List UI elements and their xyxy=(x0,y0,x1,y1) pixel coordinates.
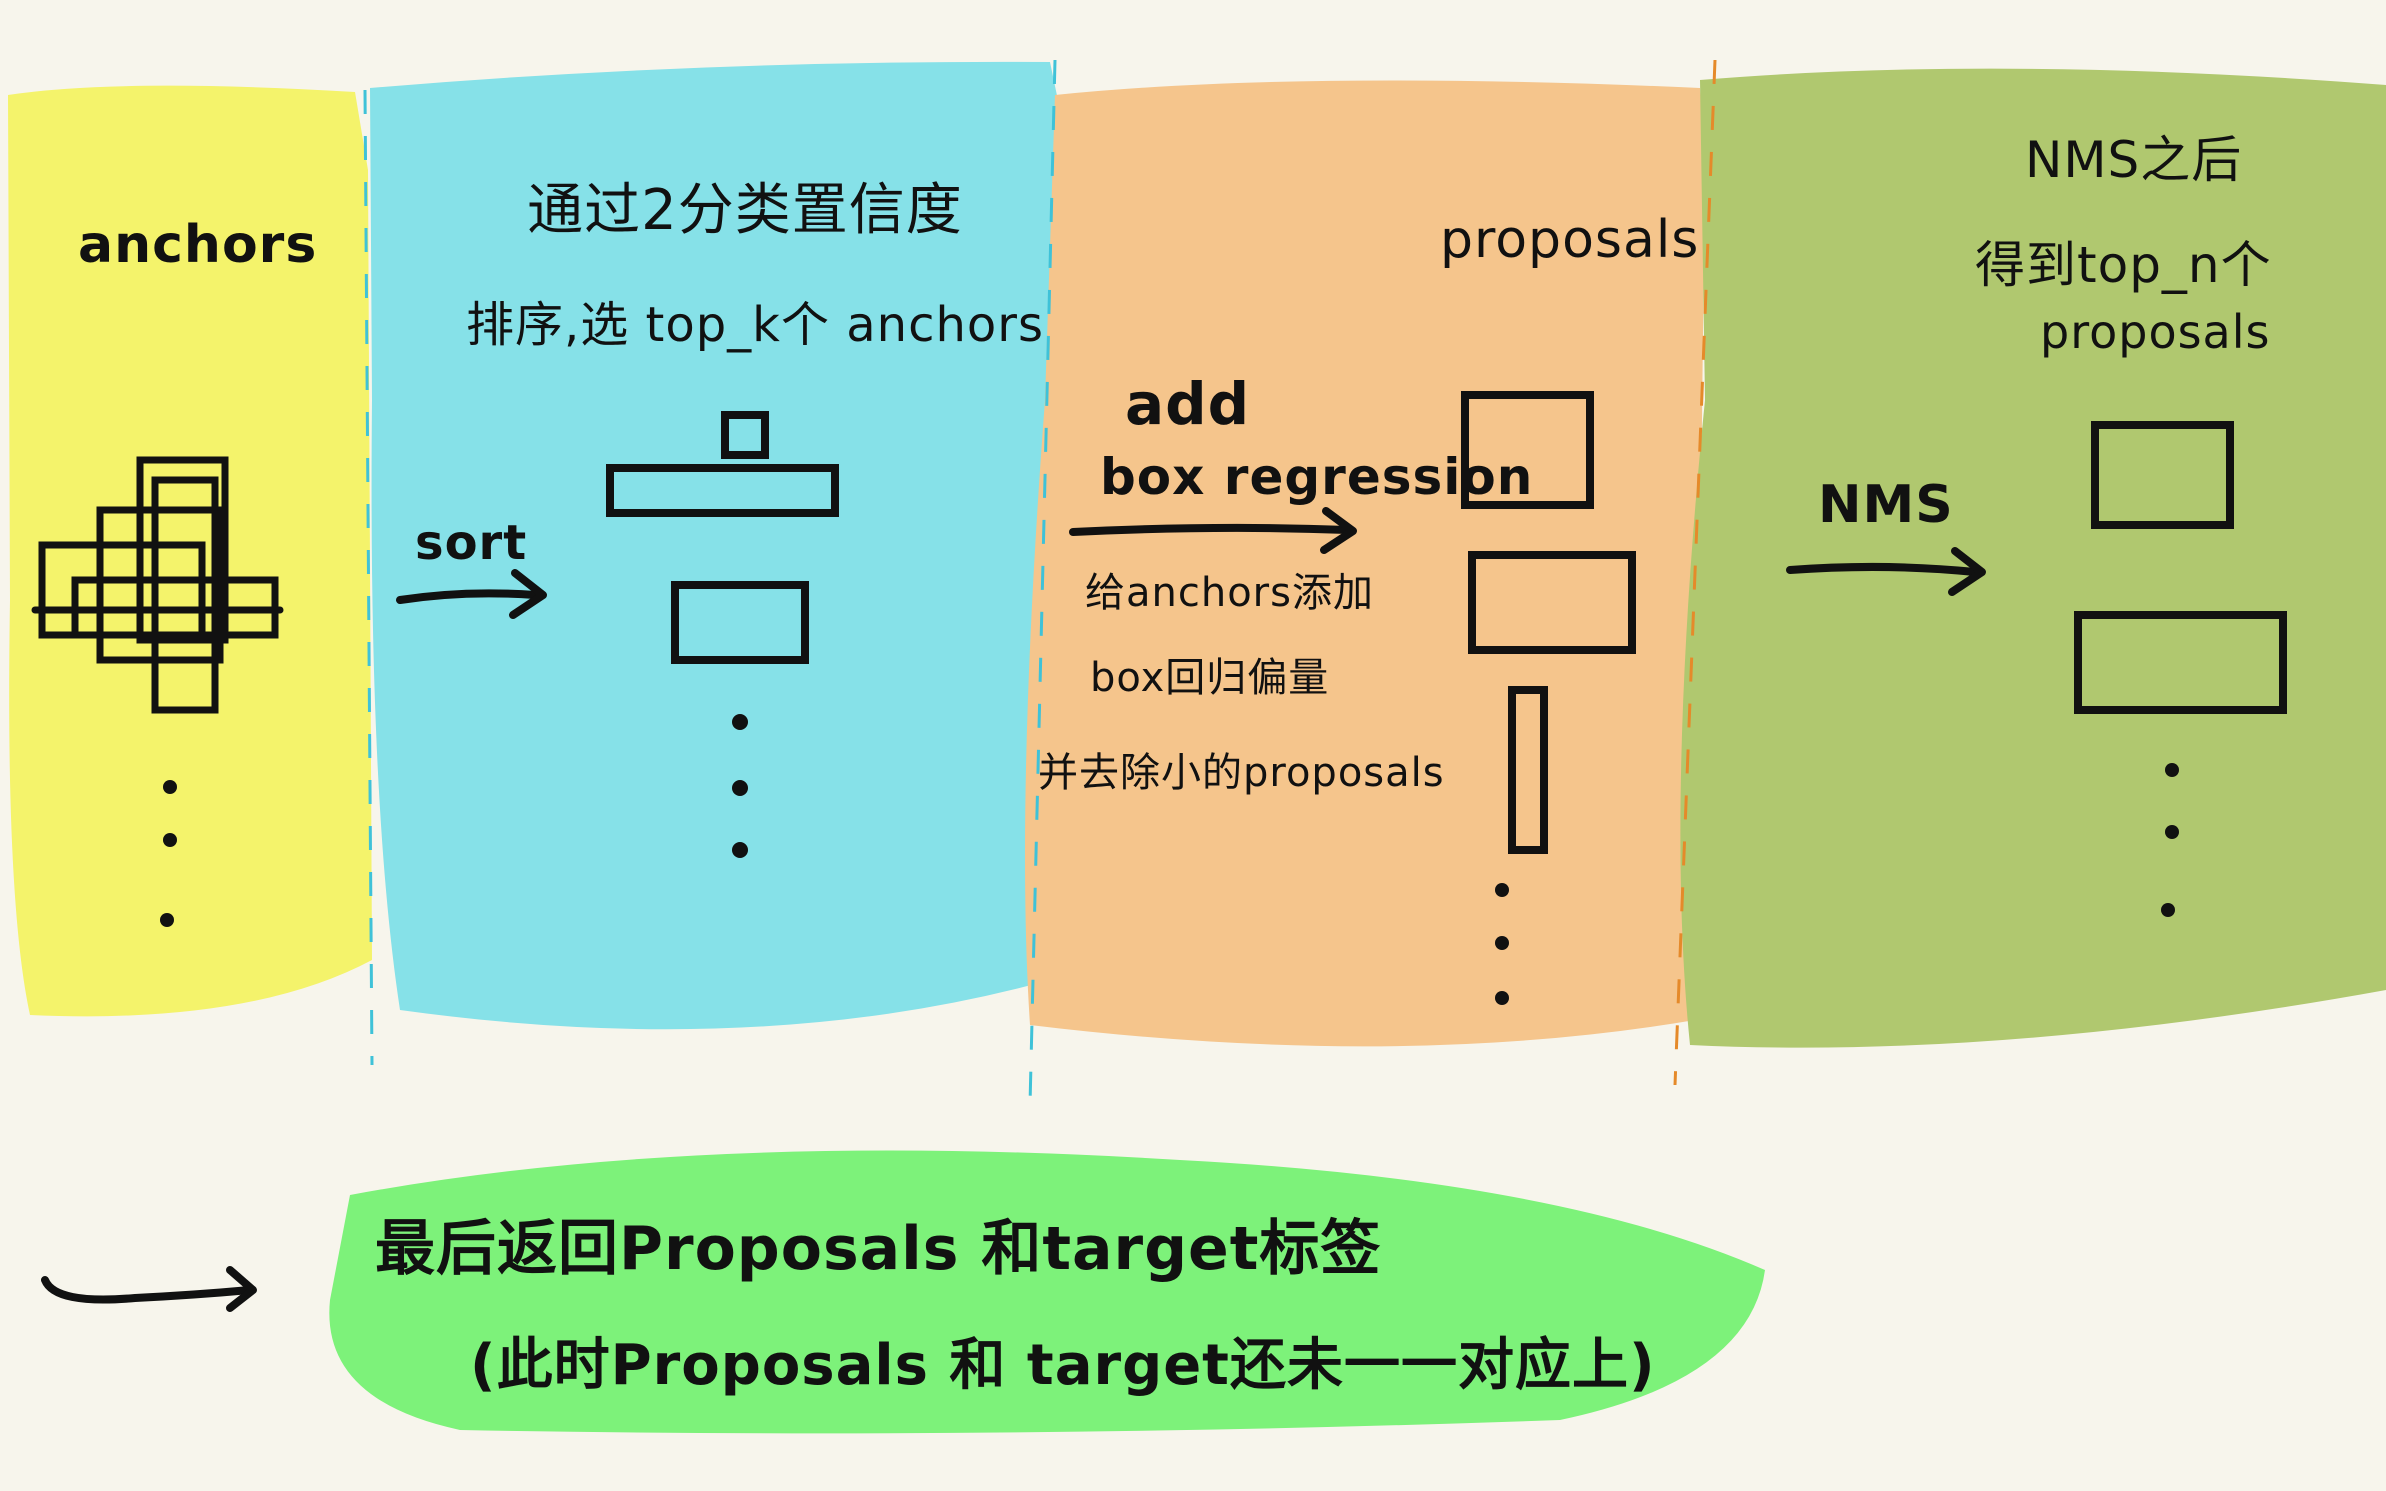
summary-line2: (此时Proposals 和 target还未一一对应上) xyxy=(470,1333,1656,1398)
anchor-grid-icon xyxy=(30,440,290,744)
divider-3 xyxy=(1673,59,1717,1086)
nms-title-line1: NMS之后 xyxy=(2025,131,2243,189)
sort-panel-bg xyxy=(370,61,1060,1030)
sort-title-line2: 排序,选 top_k个 anchors xyxy=(466,297,1044,353)
summary-line1: 最后返回Proposals 和target标签 xyxy=(375,1214,1382,1284)
summary-bubble-bg xyxy=(329,1150,1766,1434)
divider-2 xyxy=(1028,59,1057,1106)
anchors-panel-bg xyxy=(8,85,372,1017)
anchors-label: anchors xyxy=(78,215,318,275)
sort-arrow-icon xyxy=(396,569,547,619)
regression-note-line3: 并去除小的proposals xyxy=(1038,750,1445,796)
regression-arrow-label-line1: add xyxy=(1125,370,1251,438)
nms-title-line2: 得到top_n个 xyxy=(1975,236,2272,294)
nms-arrow-label: NMS xyxy=(1818,475,1954,535)
anchors-ellipsis-icon xyxy=(160,780,177,927)
sort-arrow-label: sort xyxy=(415,515,528,571)
proposals-title: proposals xyxy=(1440,210,1700,270)
nms-panel-bg xyxy=(1680,68,2386,1048)
regression-arrow-icon xyxy=(1069,507,1357,554)
regression-panel-bg xyxy=(1025,80,1705,1047)
summary-arrow-icon xyxy=(41,1266,257,1312)
nms-arrow-icon xyxy=(1786,547,1986,596)
nms-boxes-icon xyxy=(2074,421,2287,917)
nms-title-line3: proposals xyxy=(2040,305,2271,359)
regression-arrow-label-line2: box regression xyxy=(1100,448,1534,506)
proposal-boxes-icon xyxy=(1461,391,1636,1005)
regression-note-line1: 给anchors添加 xyxy=(1085,570,1374,616)
sorted-boxes-icon xyxy=(606,411,839,858)
regression-note-line2: box回归偏量 xyxy=(1090,655,1330,701)
sort-title-line1: 通过2分类置信度 xyxy=(527,178,963,243)
